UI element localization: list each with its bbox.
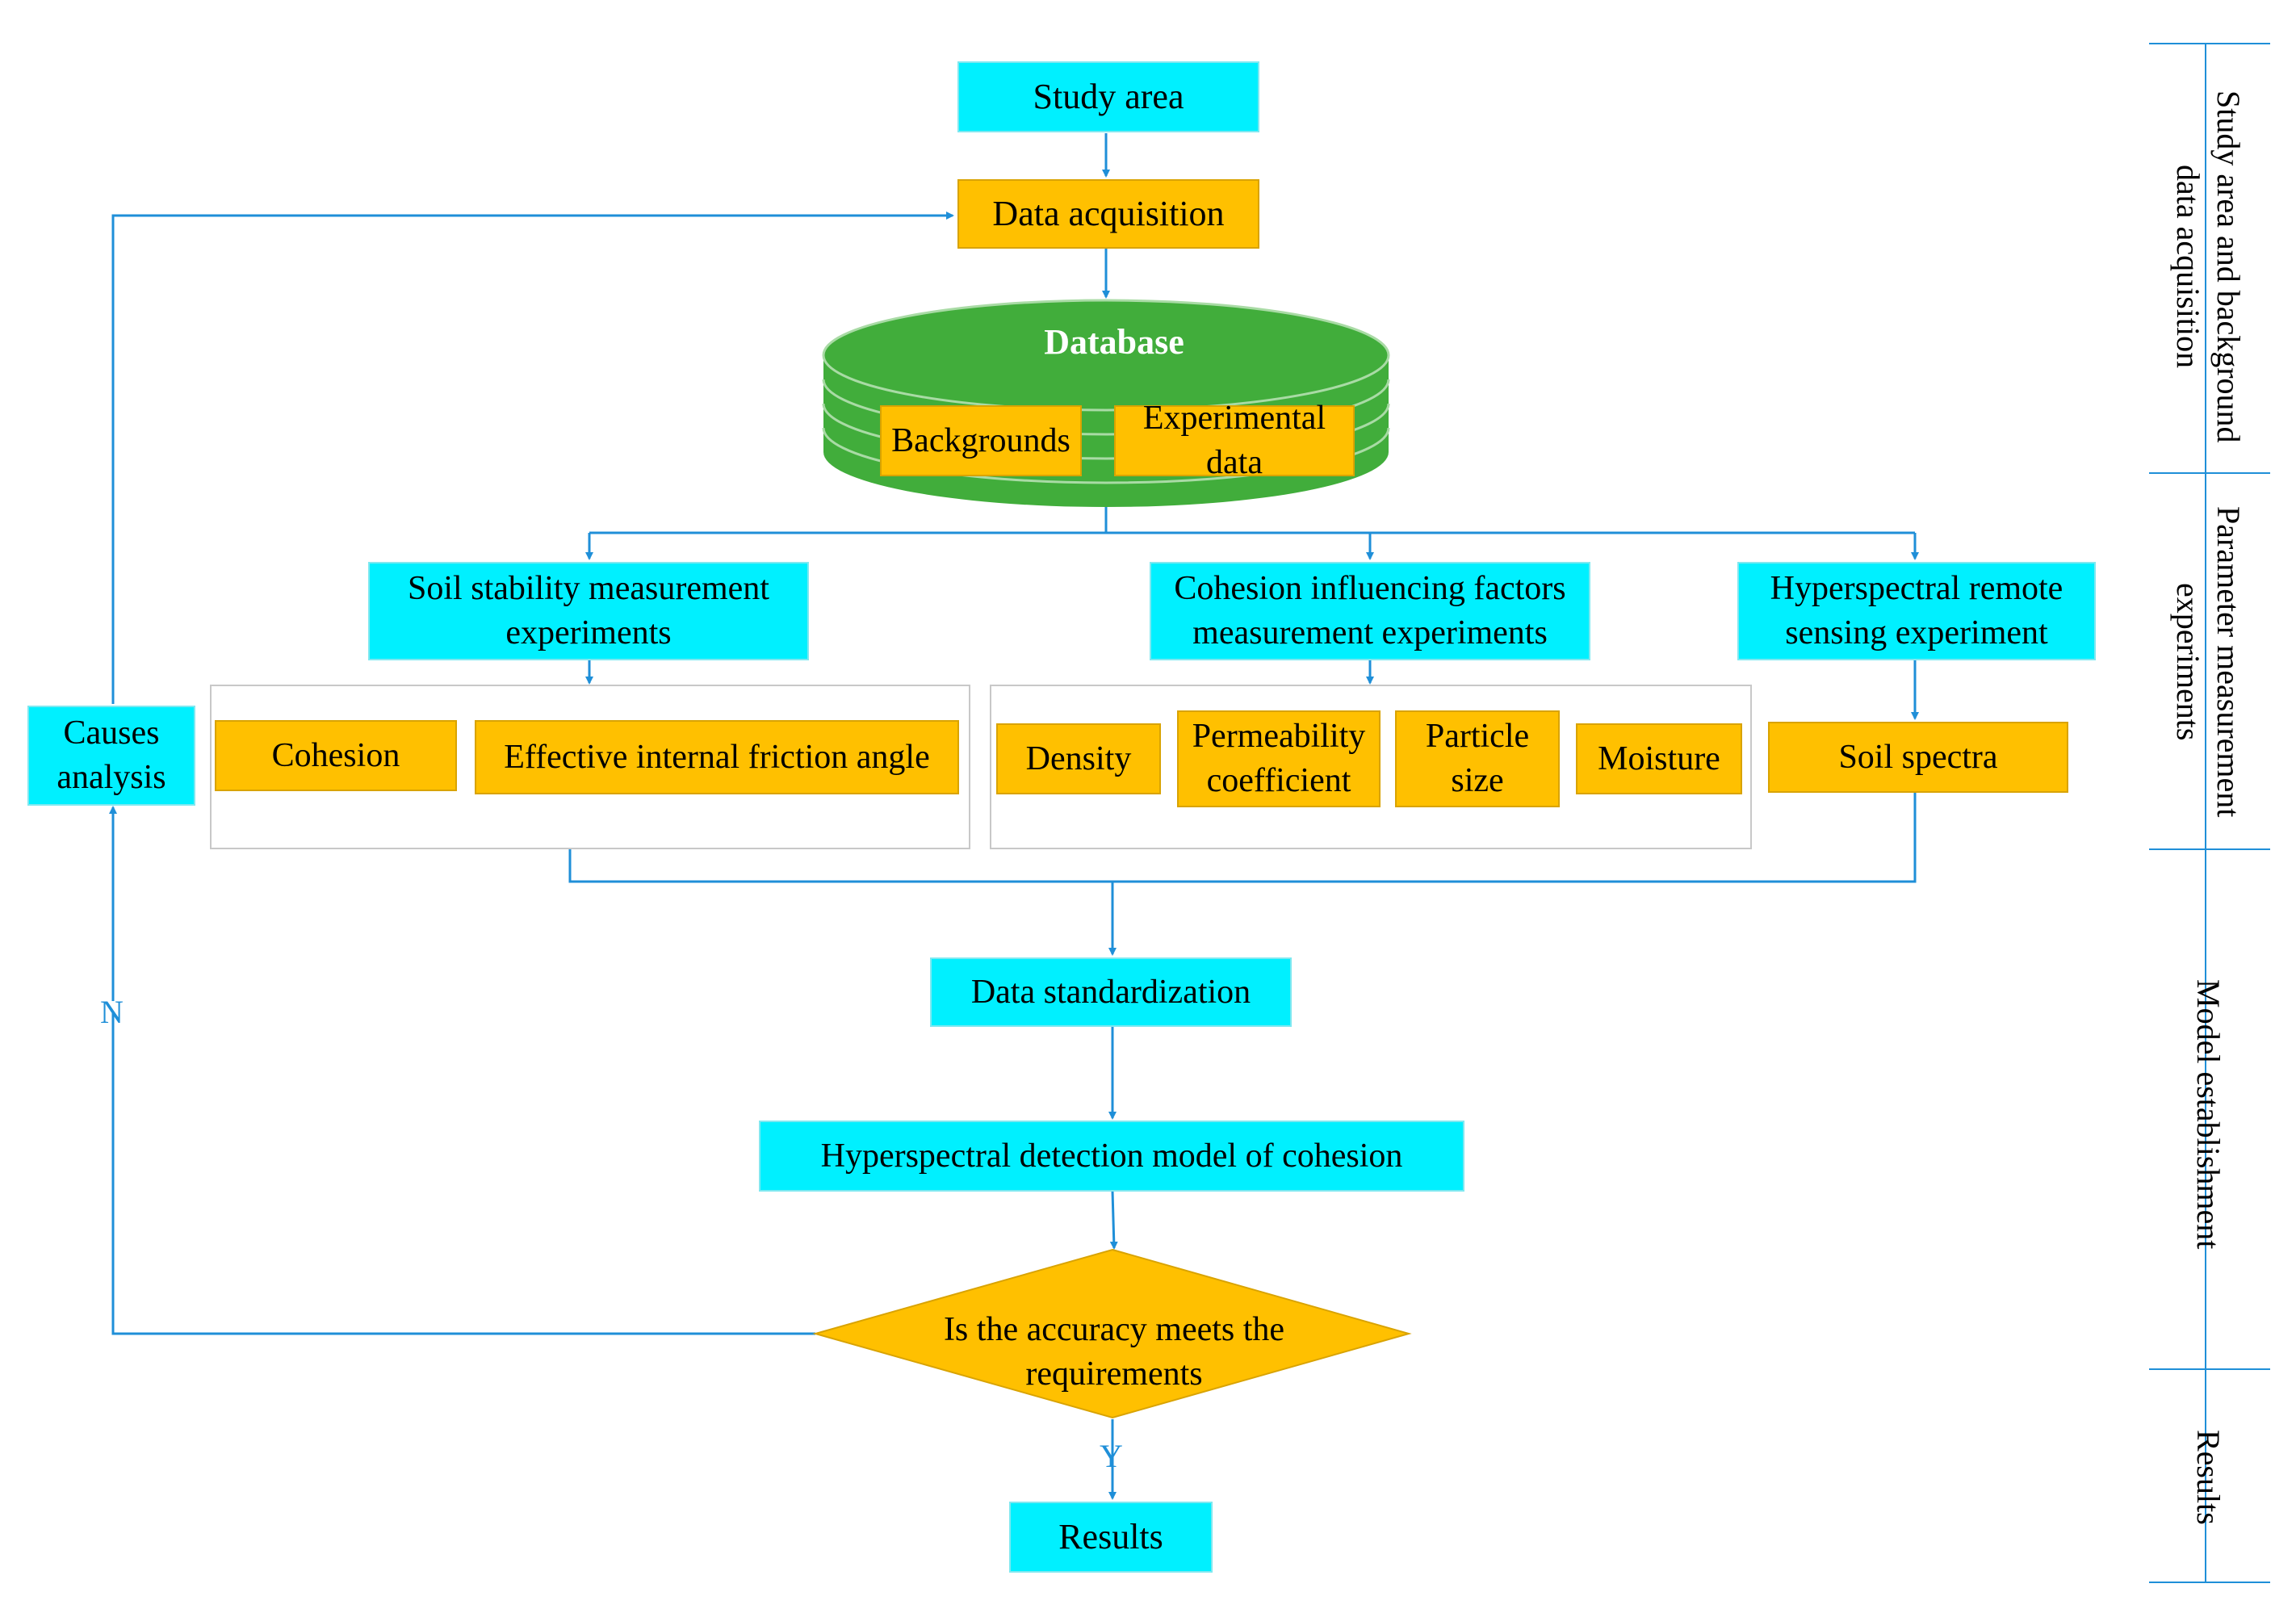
study-area-box: Study area <box>957 61 1259 132</box>
stage-label-model: Model establishment <box>2190 978 2227 1250</box>
density-box: Density <box>996 723 1161 794</box>
permeability-box: Permeability coefficient <box>1177 710 1381 807</box>
cohesion-factors-experiments-box: Cohesion influencing factors measurement… <box>1150 562 1590 660</box>
backgrounds-box: Backgrounds <box>880 405 1082 476</box>
decision-diamond <box>812 1248 1412 1419</box>
experimental-data-box: Experimental data <box>1114 400 1355 481</box>
hyperspectral-experiment-box: Hyperspectral remote sensing experiment <box>1737 562 2096 660</box>
stage-divider-bar <box>2149 43 2270 1583</box>
soil-stability-experiments-box: Soil stability measurement experiments <box>368 562 809 660</box>
edge-decision-to-causes <box>111 1013 815 1335</box>
decision-text: Is the accuracy meets the requirements <box>943 1311 1285 1393</box>
data-standardization-box: Data standardization <box>930 957 1292 1027</box>
stage-label-measurement: Parameter measurement experiments <box>2170 506 2247 818</box>
stage-label-data-acquisition: Study area and background data acquisiti… <box>2170 90 2247 443</box>
cohesion-model-box: Hyperspectral detection model of cohesio… <box>759 1121 1464 1192</box>
moisture-box: Moisture <box>1576 723 1742 794</box>
edge-causes-to-acquisition <box>111 212 954 704</box>
edge-label-no: N <box>100 994 124 1030</box>
stage-label-results: Results <box>2190 1430 2227 1525</box>
edge-model-to-decision <box>1109 1190 1118 1250</box>
results-box: Results <box>1009 1502 1213 1573</box>
causes-analysis-box: Causes analysis <box>27 706 195 806</box>
particle-size-box: Particle size <box>1395 710 1560 807</box>
edge-merge <box>568 793 1917 883</box>
soil-spectra-box: Soil spectra <box>1768 722 2068 793</box>
data-acquisition-box: Data acquisition <box>957 179 1259 249</box>
friction-angle-box: Effective internal friction angle <box>475 720 959 794</box>
cohesion-box: Cohesion <box>215 720 457 791</box>
edge-database-split <box>589 507 1915 534</box>
database-title: Database <box>1044 322 1184 362</box>
edge-label-yes: Y <box>1100 1438 1123 1474</box>
